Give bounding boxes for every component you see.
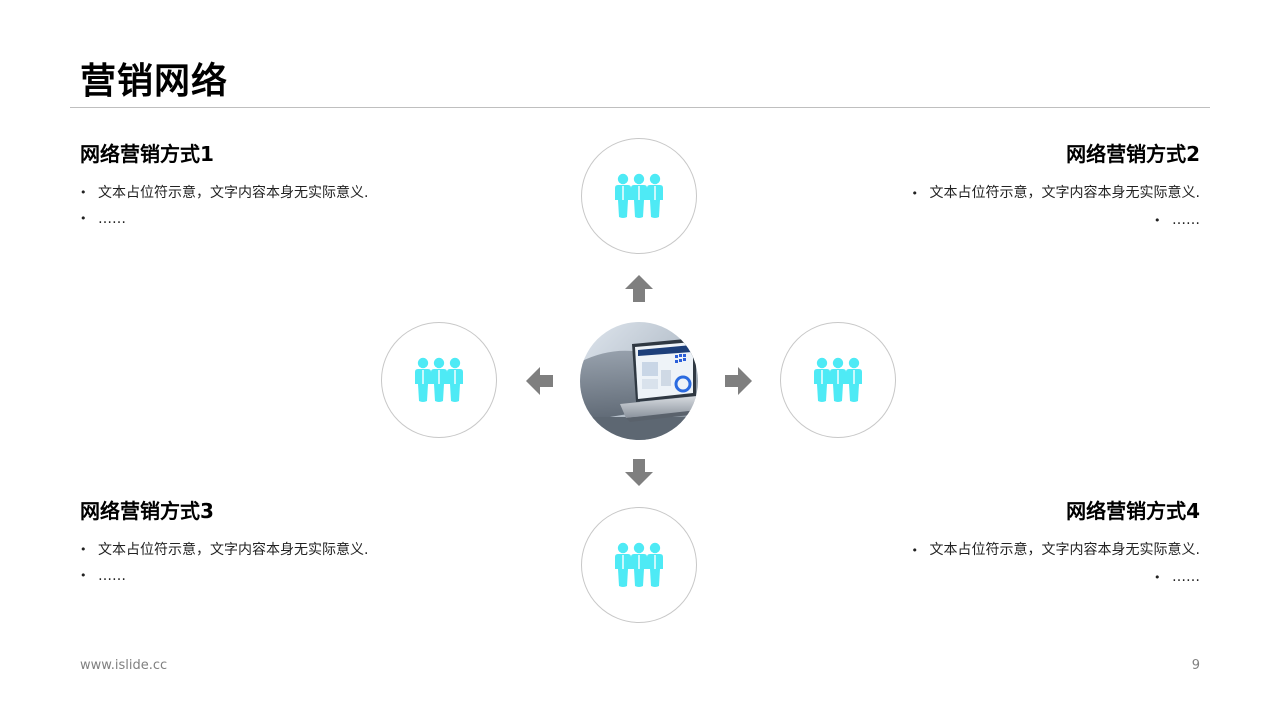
bullet-item: • …… xyxy=(870,564,1200,591)
title-divider xyxy=(70,107,1210,108)
arrow-right-icon xyxy=(724,366,754,400)
arrow-down-icon xyxy=(624,458,654,492)
bullet-item: • 文本占位符示意，文字内容本身无实际意义. xyxy=(870,537,1200,564)
marketing-method-1: 网络营销方式1 文本占位符示意，文字内容本身无实际意义. …… xyxy=(80,140,410,232)
footer-url: www.islide.cc xyxy=(80,658,168,673)
node-circle-top xyxy=(581,138,697,254)
method-3-title: 网络营销方式3 xyxy=(80,499,214,523)
bullet-item: • 文本占位符示意，文字内容本身无实际意义. xyxy=(870,180,1200,207)
marketing-method-4: 网络营销方式4 • 文本占位符示意，文字内容本身无实际意义. • …… xyxy=(870,497,1200,591)
arrow-up-icon xyxy=(624,273,654,307)
page-title: 营销网络 xyxy=(80,61,229,102)
node-circle-left xyxy=(381,322,497,438)
bullet-dot: • xyxy=(911,544,919,557)
arrow-left-icon xyxy=(524,366,554,400)
marketing-method-3: 网络营销方式3 文本占位符示意，文字内容本身无实际意义. …… xyxy=(80,497,410,589)
marketing-method-2: 网络营销方式2 • 文本占位符示意，文字内容本身无实际意义. • …… xyxy=(870,140,1200,234)
page-number: 9 xyxy=(1191,658,1200,673)
bullet-item: 文本占位符示意，文字内容本身无实际意义. xyxy=(80,180,410,206)
method-1-bullets: 文本占位符示意，文字内容本身无实际意义. …… xyxy=(80,180,410,232)
method-2-bullets: • 文本占位符示意，文字内容本身无实际意义. • …… xyxy=(870,180,1200,234)
bullet-dot: • xyxy=(1154,214,1161,227)
center-laptop-photo xyxy=(580,322,698,440)
bullet-text: …… xyxy=(1172,212,1200,228)
method-1-title: 网络营销方式1 xyxy=(80,142,214,166)
bullet-text: 文本占位符示意，文字内容本身无实际意义. xyxy=(929,185,1200,201)
bullet-dot: • xyxy=(911,187,919,200)
method-4-title: 网络营销方式4 xyxy=(1066,499,1200,523)
bullet-item: • …… xyxy=(870,207,1200,234)
people-group-icon xyxy=(614,173,664,223)
node-circle-bottom xyxy=(581,507,697,623)
bullet-item: …… xyxy=(80,206,410,232)
method-3-bullets: 文本占位符示意，文字内容本身无实际意义. …… xyxy=(80,537,410,589)
bullet-dot: • xyxy=(1154,571,1161,584)
people-group-icon xyxy=(614,542,664,592)
method-4-bullets: • 文本占位符示意，文字内容本身无实际意义. • …… xyxy=(870,537,1200,591)
bullet-text: …… xyxy=(1172,569,1200,585)
people-group-icon xyxy=(813,357,863,407)
people-group-icon xyxy=(414,357,464,407)
bullet-item: 文本占位符示意，文字内容本身无实际意义. xyxy=(80,537,410,563)
node-circle-right xyxy=(780,322,896,438)
method-2-title: 网络营销方式2 xyxy=(1066,142,1200,166)
bullet-text: 文本占位符示意，文字内容本身无实际意义. xyxy=(929,542,1200,558)
bullet-item: …… xyxy=(80,563,410,589)
